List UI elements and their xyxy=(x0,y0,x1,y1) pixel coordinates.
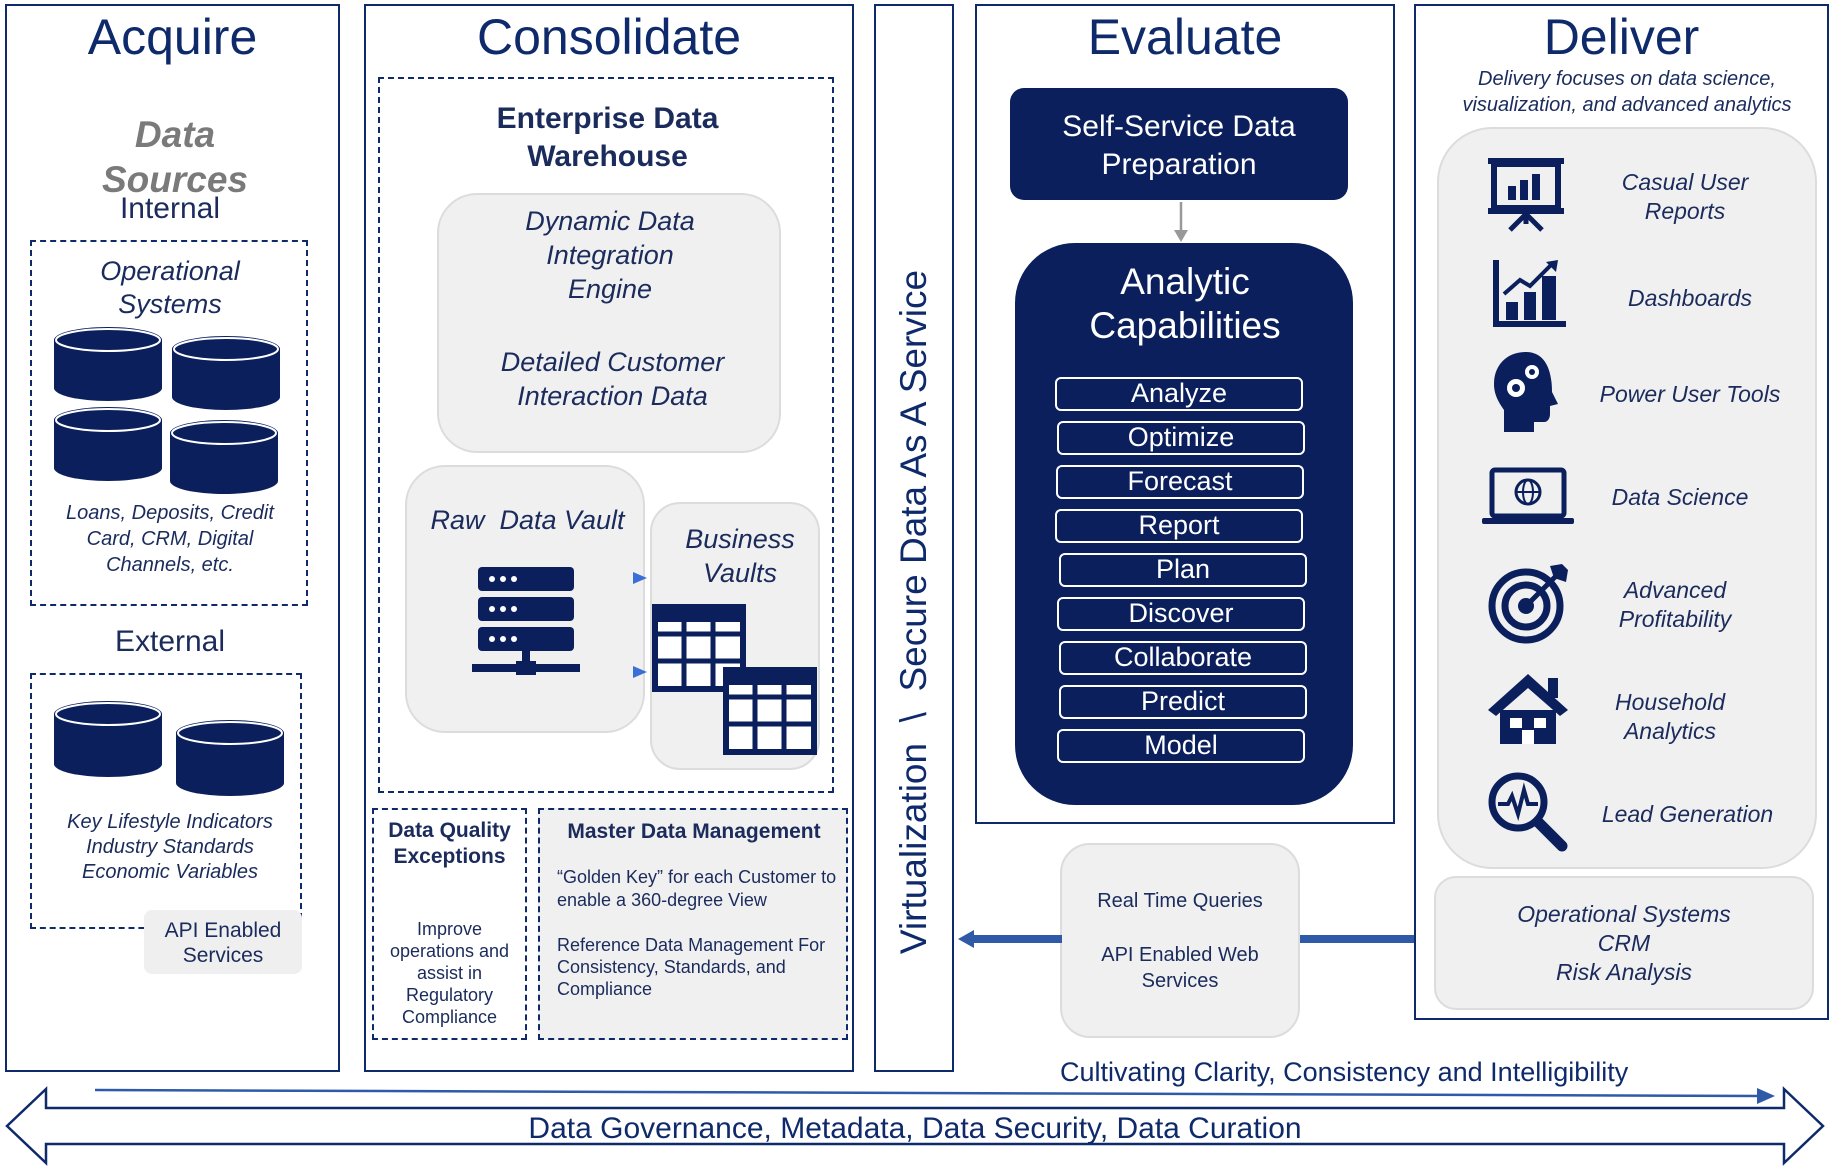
customer-data-label: Detailed Customer Interaction Data xyxy=(500,347,725,411)
acquire-title: Acquire xyxy=(87,9,258,65)
capability-model: Model xyxy=(1057,729,1305,763)
deliver-subtitle: Delivery focuses on data science, visual… xyxy=(1462,68,1792,116)
dashboards-label: Dashboards xyxy=(1627,285,1753,311)
external-label: External xyxy=(114,625,226,658)
down-arrow-icon xyxy=(1174,202,1188,242)
data-quality-box xyxy=(372,808,527,1040)
triangle-arrow-icon xyxy=(633,572,647,584)
external-caption: Key Lifestyle Indicators Industry Standa… xyxy=(45,810,295,885)
lead-generation-label: Lead Generation xyxy=(1601,801,1774,827)
power-user-tools-label: Power User Tools xyxy=(1599,381,1781,407)
mdm-title: Master Data Management xyxy=(567,820,821,843)
data-science-label: Data Science xyxy=(1611,484,1749,510)
delivery-output-line: Operational Systems xyxy=(1517,901,1731,927)
mdm-golden-key: “Golden Key” for each Customer to enable… xyxy=(557,867,837,910)
capability-plan: Plan xyxy=(1059,553,1307,587)
head-gears-icon xyxy=(1494,352,1558,432)
internal-label: Internal xyxy=(119,192,221,225)
server-rack-icon xyxy=(472,567,580,675)
thin-right-arrow-icon xyxy=(95,1088,1775,1104)
internal-sources-box xyxy=(30,240,308,606)
business-vaults-label: Business Vaults xyxy=(685,524,795,588)
governance-double-arrow-icon xyxy=(5,1086,1825,1166)
analytic-capabilities-title: Analytic Capabilities xyxy=(1089,261,1281,346)
integration-engine-box xyxy=(437,193,781,453)
integration-engine-label: Dynamic Data Integration Engine xyxy=(525,206,695,304)
deliver-items-box xyxy=(1437,127,1817,869)
edw-box xyxy=(378,77,834,793)
data-quality-title: Data Quality Exceptions xyxy=(388,819,511,868)
capability-collaborate: Collaborate xyxy=(1059,641,1307,675)
capability-predict: Predict xyxy=(1059,685,1307,719)
evaluate-title: Evaluate xyxy=(1087,9,1283,65)
delivery-output-line: CRM xyxy=(1597,930,1651,956)
household-analytics-label: Household Analytics xyxy=(1615,689,1725,744)
capability-forecast: Forecast xyxy=(1056,465,1304,499)
virtualization-column xyxy=(874,4,954,1072)
capability-analyze: Analyze xyxy=(1055,377,1303,411)
casual-user-reports-label: Casual User Reports xyxy=(1621,169,1749,224)
internal-caption: Loans, Deposits, Credit Card, CRM, Digit… xyxy=(66,502,274,576)
acquire-column xyxy=(5,4,340,1072)
operational-systems-label: Operational Systems xyxy=(100,256,240,319)
delivery-outputs-label: Operational Systems CRM Risk Analysis xyxy=(1440,900,1808,987)
capability-discover: Discover xyxy=(1057,597,1305,631)
external-database-icon xyxy=(54,701,284,796)
virtualization-label: Virtualization \ Secure Data As A Servic… xyxy=(893,269,934,955)
house-icon xyxy=(1488,674,1568,744)
capability-report: Report xyxy=(1055,509,1303,543)
right-arrow-icon xyxy=(1300,930,1432,948)
consolidate-title: Consolidate xyxy=(476,9,742,65)
delivery-outputs-box xyxy=(1434,876,1814,1010)
left-arrow-icon xyxy=(958,930,1062,948)
bar-chart-icon xyxy=(1493,260,1566,327)
real-time-box xyxy=(1060,843,1300,1038)
external-caption-line: Economic Variables xyxy=(81,861,258,883)
external-caption-line: Industry Standards xyxy=(86,836,254,858)
presentation-chart-icon xyxy=(1488,158,1564,232)
real-time-queries: Real Time Queries xyxy=(1097,890,1263,912)
delivery-output-line: Risk Analysis xyxy=(1556,959,1692,985)
table-grid-icon xyxy=(652,604,817,755)
edw-title: Enterprise Data Warehouse xyxy=(496,102,719,173)
advanced-profitability-label: Advanced Profitability xyxy=(1618,577,1732,632)
target-icon xyxy=(1488,564,1568,644)
governance-label: Data Governance, Metadata, Data Security… xyxy=(528,1112,1302,1145)
external-caption-line: Key Lifestyle Indicators xyxy=(67,811,273,833)
triangle-arrow-icon xyxy=(633,666,647,678)
database-cylinders-icon xyxy=(54,327,280,494)
api-web-services: API Enabled Web Services xyxy=(1101,944,1259,992)
laptop-globe-icon xyxy=(1482,467,1574,524)
magnifier-pulse-icon xyxy=(1488,772,1568,852)
cultivating-label: Cultivating Clarity, Consistency and Int… xyxy=(1060,1057,1629,1087)
capability-optimize: Optimize xyxy=(1057,421,1305,455)
mdm-box xyxy=(538,808,848,1040)
mdm-reference-data: Reference Data Management For Consistenc… xyxy=(557,935,826,999)
raw-data-vault-label: Raw Data Vault xyxy=(430,505,625,535)
data-quality-body: Improve operations and assist in Regulat… xyxy=(389,919,510,1027)
self-service-prep-box: Self-Service Data Preparation xyxy=(1010,88,1348,200)
data-sources-label: Data Sources xyxy=(101,114,248,200)
api-enabled-services: API Enabled Services xyxy=(144,910,302,974)
deliver-title: Deliver xyxy=(1543,9,1700,65)
